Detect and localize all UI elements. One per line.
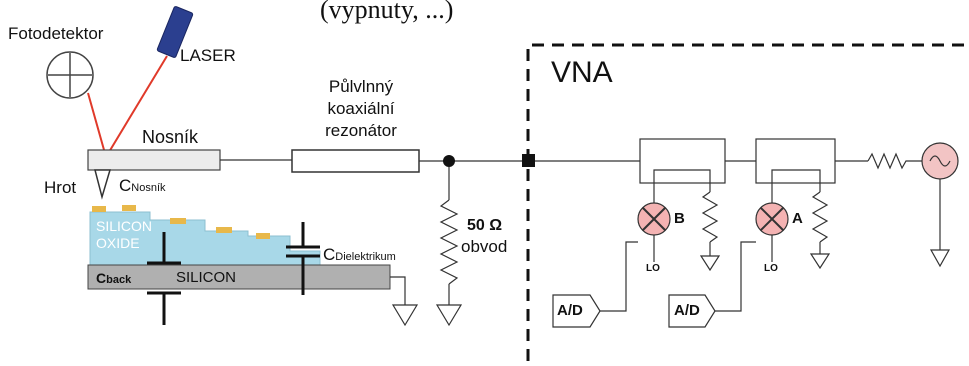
label-50-ohm: 50 Ω xyxy=(467,217,503,234)
label-lo-1: LO xyxy=(646,263,660,274)
header-fragment: (vypnuty, ...) xyxy=(320,0,453,24)
label-hrot: Hrot xyxy=(44,178,77,197)
label-silicon-oxide: SILICON OXIDE xyxy=(96,218,152,252)
silicon-oxide-line-2: OXIDE xyxy=(96,235,140,251)
label-c-nosnik: CNosník xyxy=(119,176,166,196)
label-lo-2: LO xyxy=(764,263,778,274)
mixer-a-icon xyxy=(755,183,789,262)
resonator-line-3: rezonátor xyxy=(325,121,397,140)
coupler-a xyxy=(755,138,836,184)
resonator-line-1: Půlvlnný xyxy=(328,77,394,96)
label-resonator: Půlvlnný koaxiální rezonátor xyxy=(298,76,424,142)
c-nosnik-symbol: C xyxy=(119,176,132,195)
label-laser: LASER xyxy=(180,46,236,65)
label-fotodetektor: Fotodetektor xyxy=(8,24,104,43)
coupler-b xyxy=(639,138,726,184)
ad-converter-2 xyxy=(668,241,756,328)
label-nosnik: Nosník xyxy=(142,127,199,147)
resistor-50-ohm xyxy=(435,167,463,327)
signal-source-icon xyxy=(921,142,959,268)
label-mixer-b: B xyxy=(674,210,685,227)
c-diel-subscript: Dielektrikum xyxy=(335,251,396,263)
label-ad-2: A/D xyxy=(674,302,700,319)
c-back-capacitor xyxy=(147,232,181,325)
c-nosnik-subscript: Nosník xyxy=(131,182,166,194)
label-obvod: obvod xyxy=(461,237,508,256)
resonator-line-2: koaxiální xyxy=(327,99,395,118)
termination-a xyxy=(809,183,831,270)
termination-b xyxy=(699,183,721,272)
vna-box xyxy=(526,43,969,361)
silicon-oxide-line-1: SILICON xyxy=(96,218,153,234)
laser-icon xyxy=(156,6,194,58)
tip xyxy=(94,169,112,200)
c-diel-symbol: C xyxy=(323,245,336,264)
c-dielectric-capacitor xyxy=(286,222,320,295)
junction-node xyxy=(443,155,455,167)
label-c-back: Cback xyxy=(96,270,131,286)
c-back-symbol: C xyxy=(96,270,107,286)
c-back-subscript: back xyxy=(106,274,132,286)
label-mixer-a: A xyxy=(792,210,803,227)
source-resistor xyxy=(867,152,922,170)
label-vna: VNA xyxy=(551,56,613,89)
label-ad-1: A/D xyxy=(557,302,583,319)
electrode-pads xyxy=(92,205,270,239)
silicon-substrate xyxy=(87,264,391,290)
label-silicon: SILICON xyxy=(176,269,237,286)
mixer-b-icon xyxy=(637,183,671,262)
ground-symbol xyxy=(390,276,419,327)
ad-converter-1 xyxy=(552,241,638,328)
cantilever xyxy=(87,149,221,171)
label-c-dielektrikum: CDielektrikum xyxy=(323,245,396,265)
photodetector-icon xyxy=(46,51,94,99)
coaxial-resonator xyxy=(291,149,420,173)
